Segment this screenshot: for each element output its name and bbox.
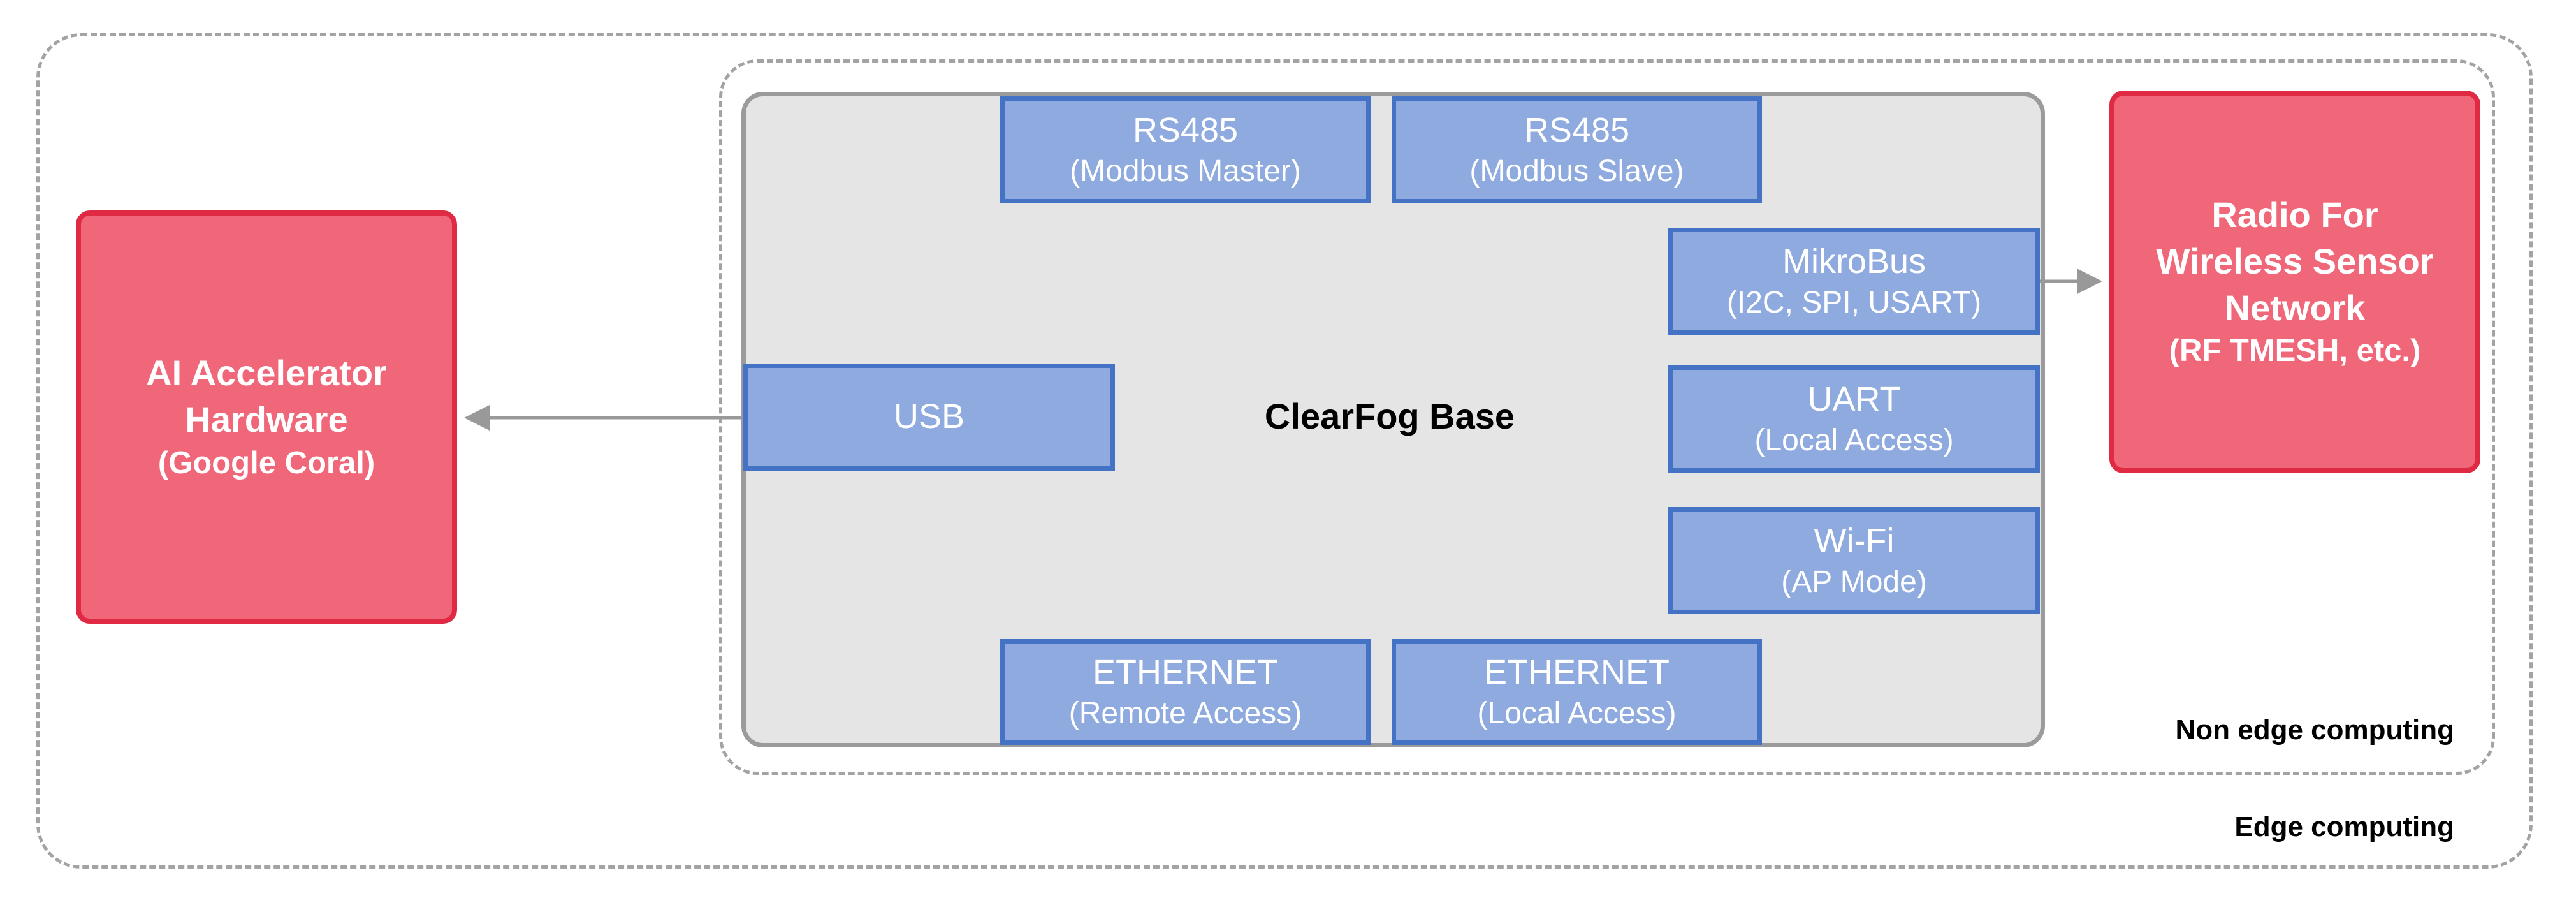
port-detail: (Modbus Slave) (1469, 154, 1684, 188)
port-detail: (Modbus Master) (1070, 154, 1301, 188)
rs485-slave-port: RS485 (Modbus Slave) (1392, 96, 1762, 203)
port-name: MikroBus (1782, 242, 1926, 281)
port-name: RS485 (1524, 111, 1630, 150)
ai-accelerator-hardware: AI Accelerator Hardware (Google Coral) (76, 210, 457, 624)
port-name: ETHERNET (1483, 653, 1670, 692)
port-detail: (Local Access) (1754, 423, 1954, 457)
board-title: ClearFog Base (1264, 396, 1515, 436)
port-detail: (AP Mode) (1781, 564, 1927, 599)
port-name: USB (893, 397, 965, 436)
rs485-master-port: RS485 (Modbus Master) (1000, 96, 1371, 203)
port-name: RS485 (1132, 111, 1239, 150)
port-detail: (I2C, SPI, USART) (1726, 285, 1982, 320)
wifi-port: Wi-Fi (AP Mode) (1668, 507, 2040, 614)
radio-wireless-sensor-network: Radio For Wireless Sensor Network (RF TM… (2109, 91, 2480, 473)
radio-title-line: Network (2224, 287, 2366, 328)
mikrobus-port: MikroBus (I2C, SPI, USART) (1668, 228, 2040, 335)
usb-port: USB (743, 364, 1115, 471)
non-edge-computing-label: Non edge computing (2175, 714, 2454, 746)
hardware-title-line: Hardware (185, 399, 348, 440)
edge-computing-label: Edge computing (2234, 811, 2454, 843)
radio-title-line: Wireless Sensor (2156, 240, 2434, 281)
edge-computing-zone (36, 33, 2533, 869)
port-detail: (Local Access) (1477, 696, 1677, 730)
hardware-subtitle: (Google Coral) (157, 445, 375, 480)
port-name: UART (1807, 380, 1901, 419)
port-detail: (Remote Access) (1068, 696, 1302, 730)
ethernet-remote-port: ETHERNET (Remote Access) (1000, 639, 1371, 745)
ethernet-local-port: ETHERNET (Local Access) (1392, 639, 1762, 745)
uart-port: UART (Local Access) (1668, 365, 2040, 473)
port-name: Wi-Fi (1814, 522, 1895, 561)
radio-title-line: Radio For (2211, 194, 2378, 235)
port-name: ETHERNET (1092, 653, 1278, 692)
radio-subtitle: (RF TMESH, etc.) (2169, 334, 2421, 369)
hardware-title-line: AI Accelerator (146, 353, 387, 394)
